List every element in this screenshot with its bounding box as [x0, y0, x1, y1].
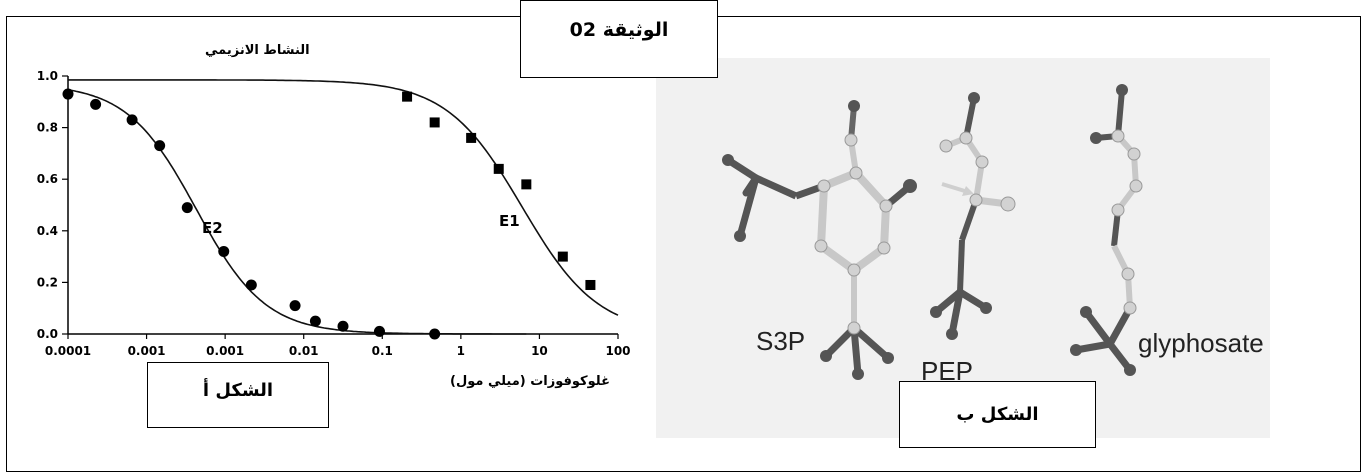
e2-point: [218, 245, 230, 257]
series-label-e1: E1: [499, 212, 520, 230]
figure-b-label: الشكل ب: [899, 381, 1096, 448]
y-tick-label: 0.8: [37, 121, 58, 135]
e1-point: [557, 251, 568, 262]
e2-point: [90, 98, 102, 110]
e2-point: [337, 320, 349, 332]
y-tick-label: 0.6: [37, 172, 58, 186]
x-tick-label: 10: [531, 344, 548, 358]
x-tick-label: 100: [605, 344, 630, 358]
x-tick-label: 1: [457, 344, 465, 358]
e1-point: [585, 279, 596, 290]
y-tick-label: 1.0: [37, 69, 58, 83]
molecule-label-glyphosate: glyphosate: [1138, 328, 1264, 358]
e2-point: [289, 300, 301, 312]
e2-point: [126, 114, 138, 126]
e1-fit-curve: [68, 79, 619, 316]
e2-point: [309, 315, 321, 327]
s3p-molecule-icon: [722, 100, 974, 380]
e1-point: [429, 117, 440, 128]
y-axis-label: النشاط الانزيمي: [205, 43, 310, 58]
molecule-panel: S3P PEP glyphosate: [656, 58, 1270, 438]
pep-molecule-icon: [930, 92, 1016, 340]
e2-point: [154, 140, 166, 152]
glyphosate-molecule-icon: [1070, 84, 1143, 376]
e1-point: [402, 91, 413, 102]
document-title: الوثيقة 02: [520, 0, 718, 78]
enzyme-activity-chart: النشاط الانزيمي غلوكوفوزات (ميلي مول) 0.…: [37, 43, 631, 389]
x-tick-label: 0.001: [206, 344, 244, 358]
y-tick-label: 0.0: [37, 327, 58, 341]
x-tick-label: 0.0001: [45, 344, 91, 358]
e2-point: [245, 279, 257, 291]
figure-a-label: الشكل أ: [147, 362, 329, 428]
x-tick-label: 0.01: [289, 344, 319, 358]
e2-point: [373, 325, 385, 337]
x-tick-label: 0.1: [372, 344, 393, 358]
e2-fit-curve: [67, 89, 527, 335]
e1-point: [493, 163, 504, 174]
e1-point: [521, 179, 532, 190]
x-tick-label: 0.001: [128, 344, 166, 358]
series-label-e2: E2: [202, 219, 223, 237]
molecule-label-s3p: S3P: [756, 326, 805, 356]
molecule-structures: S3P PEP glyphosate: [722, 84, 1264, 386]
y-tick-label: 0.2: [37, 275, 58, 289]
e2-point: [181, 202, 193, 214]
e2-point: [429, 328, 441, 340]
e1-point: [466, 132, 477, 143]
x-axis-label: غلوكوفوزات (ميلي مول): [450, 374, 610, 389]
y-tick-label: 0.4: [37, 224, 58, 238]
e2-point: [62, 88, 74, 100]
